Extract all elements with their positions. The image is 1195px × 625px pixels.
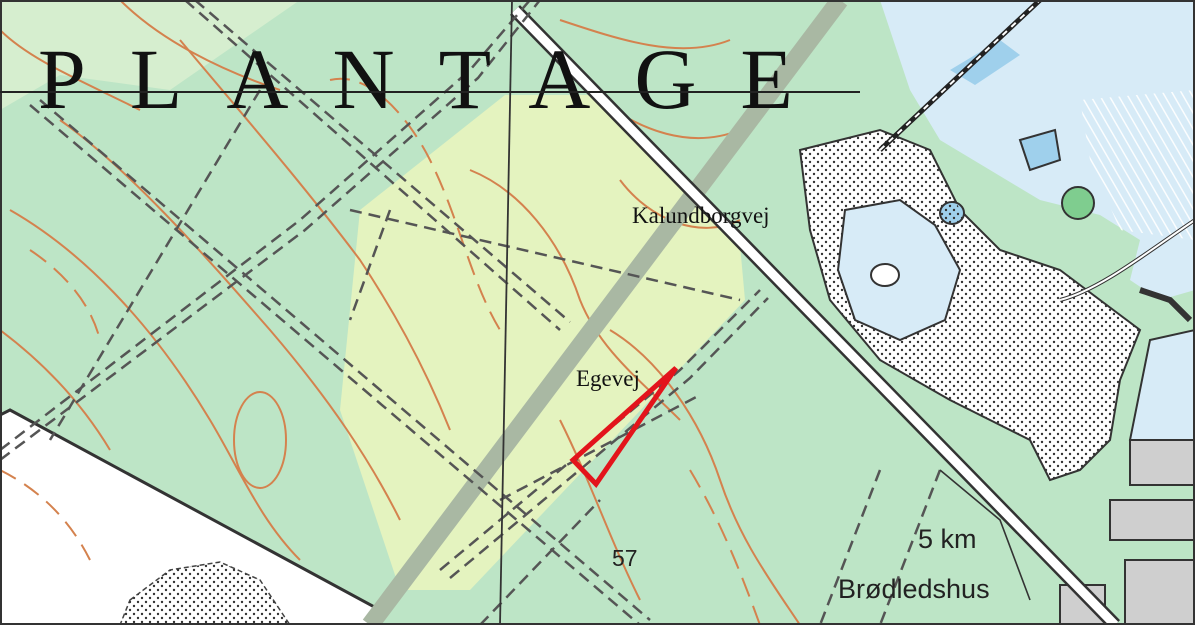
railway [878,0,1042,152]
gravel-road [499,0,513,625]
clearing-area [340,95,745,590]
road-label-egevej: Egevej [576,366,640,391]
forest-tracks [0,0,942,625]
sand-stipple [800,130,1140,480]
roundabout-road [1139,287,1193,323]
buildings [1059,439,1195,625]
main-road [509,5,1121,625]
distance-label: 5 km [918,524,977,554]
railway-corridor [362,0,848,625]
plot-marker[interactable] [569,366,679,488]
place-label-brodledshus: Brødledshus [838,574,990,604]
area-label-plantage: PLANTAGE [38,31,837,127]
elevation-label: 57 [612,545,638,571]
field-stipple [120,562,290,625]
gravel-road-2 [939,469,1031,601]
road-label-kalundborgvej: Kalundborgvej [632,203,770,228]
clearing-area-2 [0,0,300,110]
lake-path-inner [1059,219,1195,301]
marsh-hatch [1080,90,1195,240]
